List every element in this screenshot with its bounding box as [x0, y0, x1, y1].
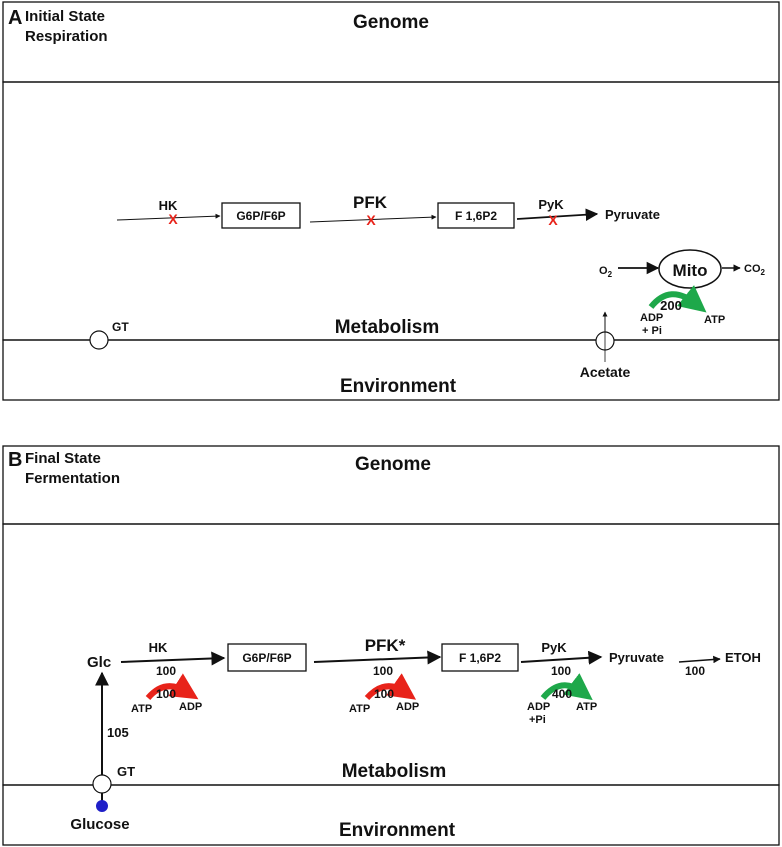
panel-b-environment-label: Environment: [339, 820, 456, 841]
panel-a-hk-arrow: [116, 213, 221, 221]
panel-a-pyk-block-mark: X: [548, 212, 558, 228]
panel-b-hk-adp-label: ADP: [179, 701, 202, 713]
panel-a-environment-box: [2, 339, 780, 401]
panel-a-state-subtitle: Respiration: [25, 28, 108, 45]
panel-b-pfk-atp-label: ATP: [349, 703, 370, 715]
panel-b-pyk-cofactor: 400: [552, 687, 572, 701]
panel-b-hk-arrow: [120, 651, 226, 666]
panel-a-atp-label: ATP: [704, 314, 725, 326]
panel-b-gt-flux: 105: [107, 725, 129, 740]
panel-a-co2-label: CO2: [744, 263, 766, 277]
panel-b-pyk-label: PyK: [541, 640, 567, 655]
panel-b-pfk-label: PFK*: [365, 636, 406, 655]
panel-a-mito-label: Mito: [673, 261, 708, 280]
panel-b-pyk-arrow: [520, 650, 603, 665]
panel-b-etoh-label: ETOH: [725, 650, 761, 665]
panel-b-pyk-flux: 100: [551, 664, 571, 678]
panel-b-pfk-adp-label: ADP: [396, 701, 419, 713]
panel-b-f16p2-label: F 1,6P2: [459, 651, 501, 665]
panel-b-pyruvate-label: Pyruvate: [609, 650, 664, 665]
panel-b-pfk-flux: 100: [373, 664, 393, 678]
panel-a-mito-value: 200: [660, 298, 682, 313]
panel-b-hk-flux: 100: [156, 664, 176, 678]
panel-b-environment-box: [2, 784, 780, 846]
panel-b-letter: B: [8, 449, 22, 471]
panel-b-hk-atp-arc: [145, 673, 199, 701]
panel-a-g6p-label: G6P/F6P: [236, 209, 285, 223]
panel-b-pyk-pi-label: +Pi: [529, 714, 546, 726]
panel-b-genome-label: Genome: [355, 454, 431, 475]
panel-a-o2-label: O2: [599, 265, 613, 279]
panel-a-gt-label: GT: [112, 320, 129, 334]
panel-b-hk-atp-label: ATP: [131, 703, 152, 715]
panel-a-state-title: Initial State: [25, 8, 105, 25]
panel-a-genome-label: Genome: [353, 12, 429, 33]
panel-b-g6p-box: [227, 643, 307, 672]
panel-b-etoh-flux: 100: [685, 664, 705, 678]
panel-b-pyk-atp-label: ATP: [576, 701, 597, 713]
panel-a-pyruvate-label: Pyruvate: [605, 207, 660, 222]
panel-a-f16p2-label: F 1,6P2: [455, 209, 497, 223]
panel-a-acetate-label: Acetate: [580, 364, 631, 380]
panel-a-pfk-arrow: [309, 214, 437, 223]
panel-a-atp-synthesis-arc: [648, 285, 707, 313]
panel-b-hk-label: HK: [149, 640, 168, 655]
panel-b-glucose-dot: [96, 800, 108, 812]
panel-b-pyk-adp-label: ADP: [527, 701, 550, 713]
panel-a-pi-label: + Pi: [642, 325, 662, 337]
panel-a: A Initial State Respiration Genome Metab…: [2, 1, 780, 401]
panel-b-etoh-arrow: [678, 655, 721, 664]
panel-a-environment-label: Environment: [340, 376, 457, 397]
panel-b-gt-label: GT: [117, 764, 135, 779]
panel-b-state-subtitle: Fermentation: [25, 470, 120, 487]
panel-b-gt-transporter: [92, 774, 112, 794]
panel-a-metabolism-label: Metabolism: [335, 317, 440, 338]
panel-b: B Final State Fermentation Genome Metabo…: [2, 445, 780, 846]
panel-b-pfk-arrow: [313, 650, 442, 665]
panel-a-hk-block-mark: X: [168, 211, 178, 227]
panel-a-pfk-label: PFK: [353, 193, 388, 212]
panel-b-state-title: Final State: [25, 450, 101, 467]
panel-b-pfk-cofactor: 100: [374, 687, 394, 701]
panel-b-metabolism-label: Metabolism: [342, 761, 447, 782]
panel-a-pyk-label: PyK: [538, 197, 564, 212]
panel-b-pfk-atp-arc: [364, 673, 417, 701]
panel-a-pyk-arrow: [516, 208, 599, 221]
panel-b-g6p-label: G6P/F6P: [242, 651, 291, 665]
panel-a-adp-label: ADP: [640, 312, 663, 324]
panel-a-g6p-box: [221, 202, 301, 229]
panel-a-pfk-block-mark: X: [366, 212, 376, 228]
panel-a-f16p2-box: [437, 202, 515, 229]
panel-b-glucose-label: Glucose: [70, 816, 129, 833]
panel-a-gt-transporter: [89, 330, 109, 350]
panel-b-glc-label: Glc: [87, 654, 111, 671]
panel-b-hk-cofactor: 100: [156, 687, 176, 701]
panel-b-f16p2-box: [441, 643, 519, 672]
panel-b-pyk-atp-arc: [540, 673, 593, 701]
panel-a-hk-label: HK: [159, 198, 178, 213]
panel-a-letter: A: [8, 7, 22, 29]
